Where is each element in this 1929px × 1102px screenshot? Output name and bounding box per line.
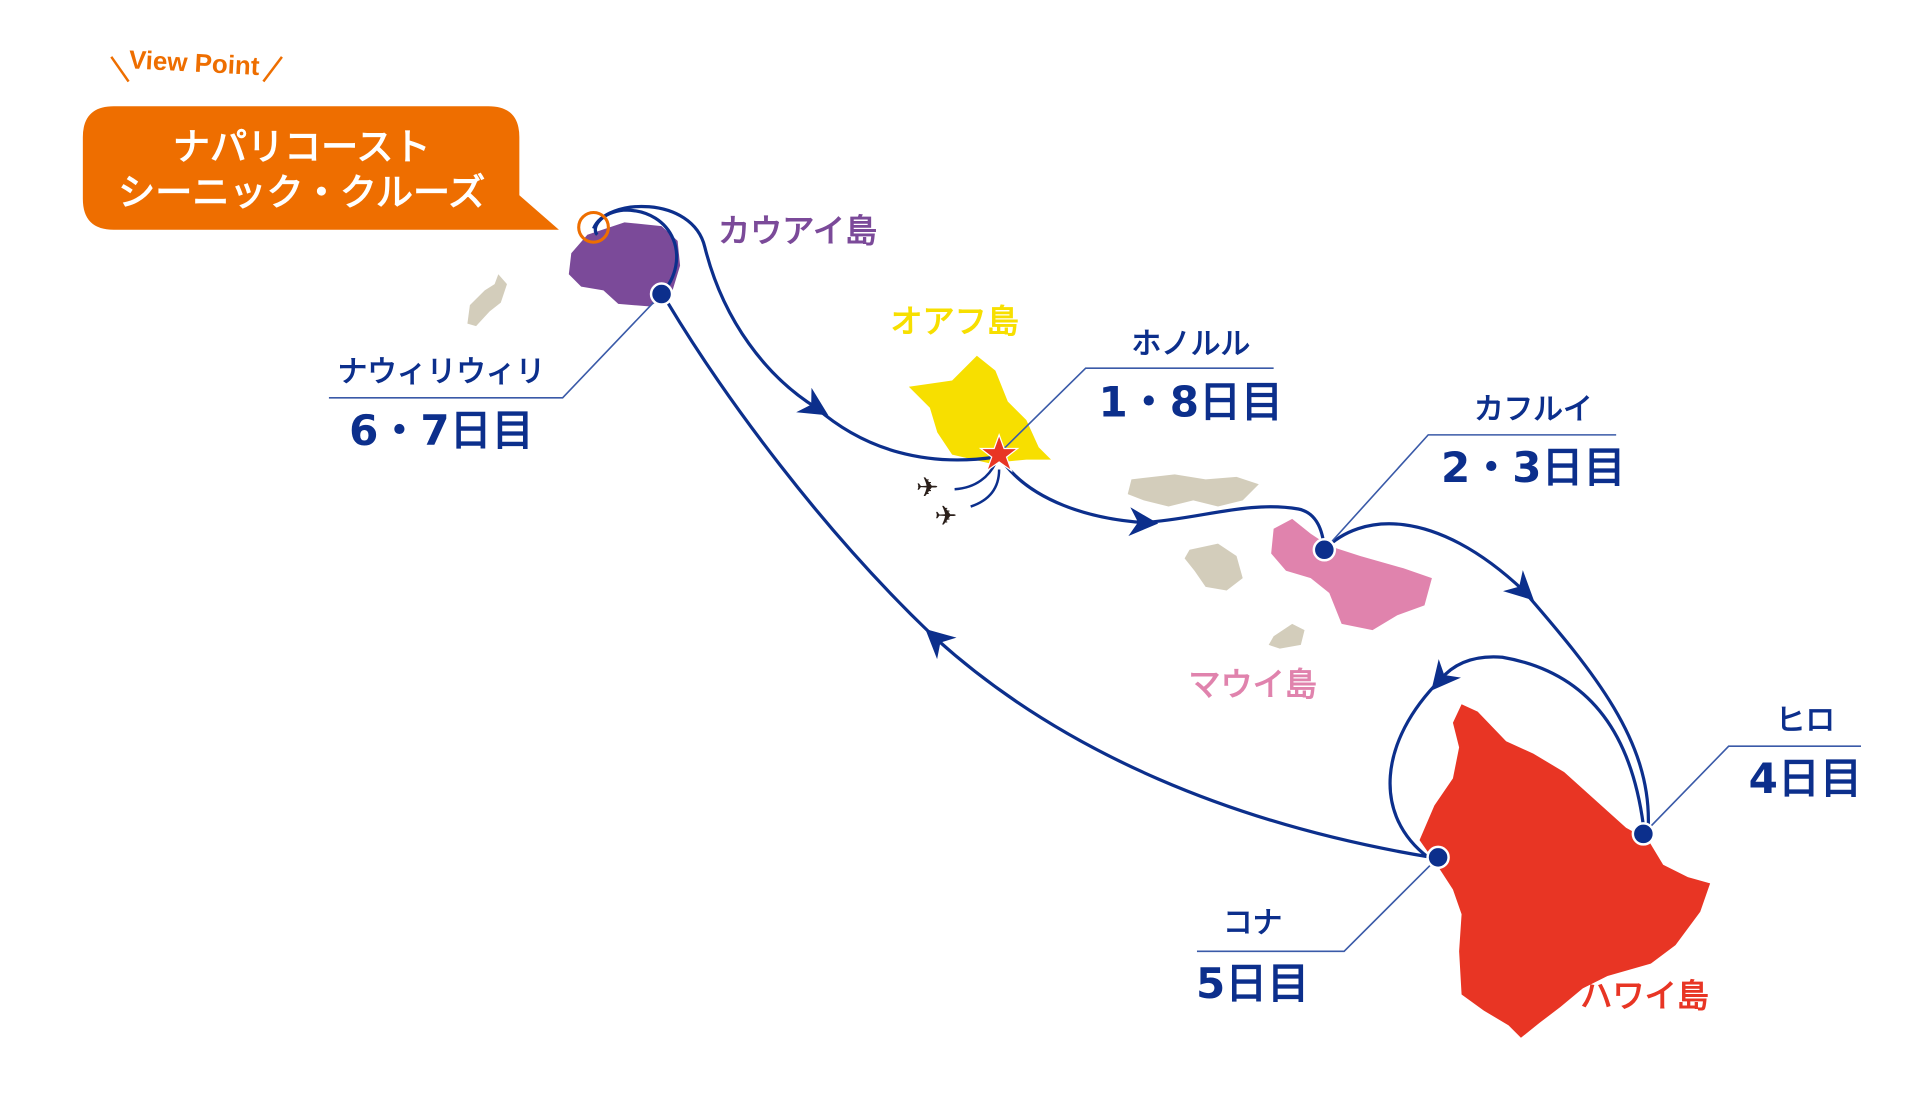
port-name-kahului: カフルイ bbox=[1474, 391, 1593, 426]
port-name-nawiliwili: ナウィリウィリ bbox=[338, 354, 546, 389]
port-day-kahului: 2・3日目 bbox=[1441, 443, 1626, 492]
port-day-nawiliwili: 6・7日目 bbox=[349, 406, 534, 455]
honolulu-star-icon[interactable] bbox=[978, 433, 1020, 473]
route-oahu-to-maui-a bbox=[1002, 462, 1159, 537]
label-oahu: オアフ島 bbox=[890, 302, 1019, 340]
airplane-icon: ✈ bbox=[935, 501, 958, 532]
label-kauai: カウアイ島 bbox=[718, 212, 877, 250]
hawaii-island bbox=[1419, 704, 1711, 1038]
port-markers bbox=[649, 282, 1656, 870]
port-name-kona: コナ bbox=[1223, 905, 1282, 940]
label-hawaii: ハワイ島 bbox=[1580, 977, 1709, 1015]
viewpoint-slash-left bbox=[110, 56, 130, 83]
route-kona-to-kauai-a bbox=[925, 629, 1433, 859]
viewpoint-marker[interactable] bbox=[577, 210, 610, 244]
port-marker-nawiliwili[interactable] bbox=[649, 282, 674, 306]
route-hilo-to-kona-a bbox=[1431, 655, 1645, 826]
route-oahu-to-maui-b bbox=[1143, 505, 1326, 550]
niihau-island bbox=[467, 274, 507, 327]
port-day-kona: 5日目 bbox=[1196, 959, 1309, 1008]
kahoolawe-island bbox=[1268, 623, 1305, 649]
lanai-island bbox=[1184, 543, 1243, 591]
route-maui-to-hilo-a bbox=[1323, 522, 1534, 601]
napali-callout[interactable]: ナパリコースト シーニック・クルーズ bbox=[82, 106, 559, 230]
port-day-honolulu: 1・8日目 bbox=[1098, 377, 1283, 426]
port-marker-hilo[interactable] bbox=[1631, 822, 1656, 846]
callout-line1: ナパリコースト bbox=[173, 125, 431, 168]
flight-path-2 bbox=[970, 469, 1001, 508]
port-name-honolulu: ホノルル bbox=[1131, 325, 1250, 360]
leader-lines bbox=[328, 293, 1861, 953]
label-maui: マウイ島 bbox=[1188, 666, 1317, 704]
port-marker-kona[interactable] bbox=[1426, 845, 1450, 870]
route-hilo-to-kona-b bbox=[1388, 678, 1442, 859]
route-kauai-to-oahu-b bbox=[815, 406, 996, 462]
viewpoint-label: View Point bbox=[128, 46, 260, 81]
port-day-hilo: 4日目 bbox=[1749, 754, 1862, 803]
maui-island bbox=[1271, 518, 1432, 631]
viewpoint-slash-right bbox=[262, 56, 283, 83]
oahu-island bbox=[908, 355, 1052, 464]
route-kauai-to-oahu-a bbox=[592, 204, 829, 416]
molokai-island bbox=[1127, 474, 1259, 507]
port-name-hilo: ヒロ bbox=[1776, 702, 1835, 737]
port-marker-kahului[interactable] bbox=[1312, 538, 1337, 562]
route-maui-to-hilo-b bbox=[1522, 589, 1650, 826]
callout-line2: シーニック・クルーズ bbox=[118, 171, 485, 214]
route-lines bbox=[592, 204, 1650, 859]
route-kona-to-kauai-b bbox=[666, 301, 938, 640]
airplane-icon: ✈ bbox=[916, 473, 939, 504]
